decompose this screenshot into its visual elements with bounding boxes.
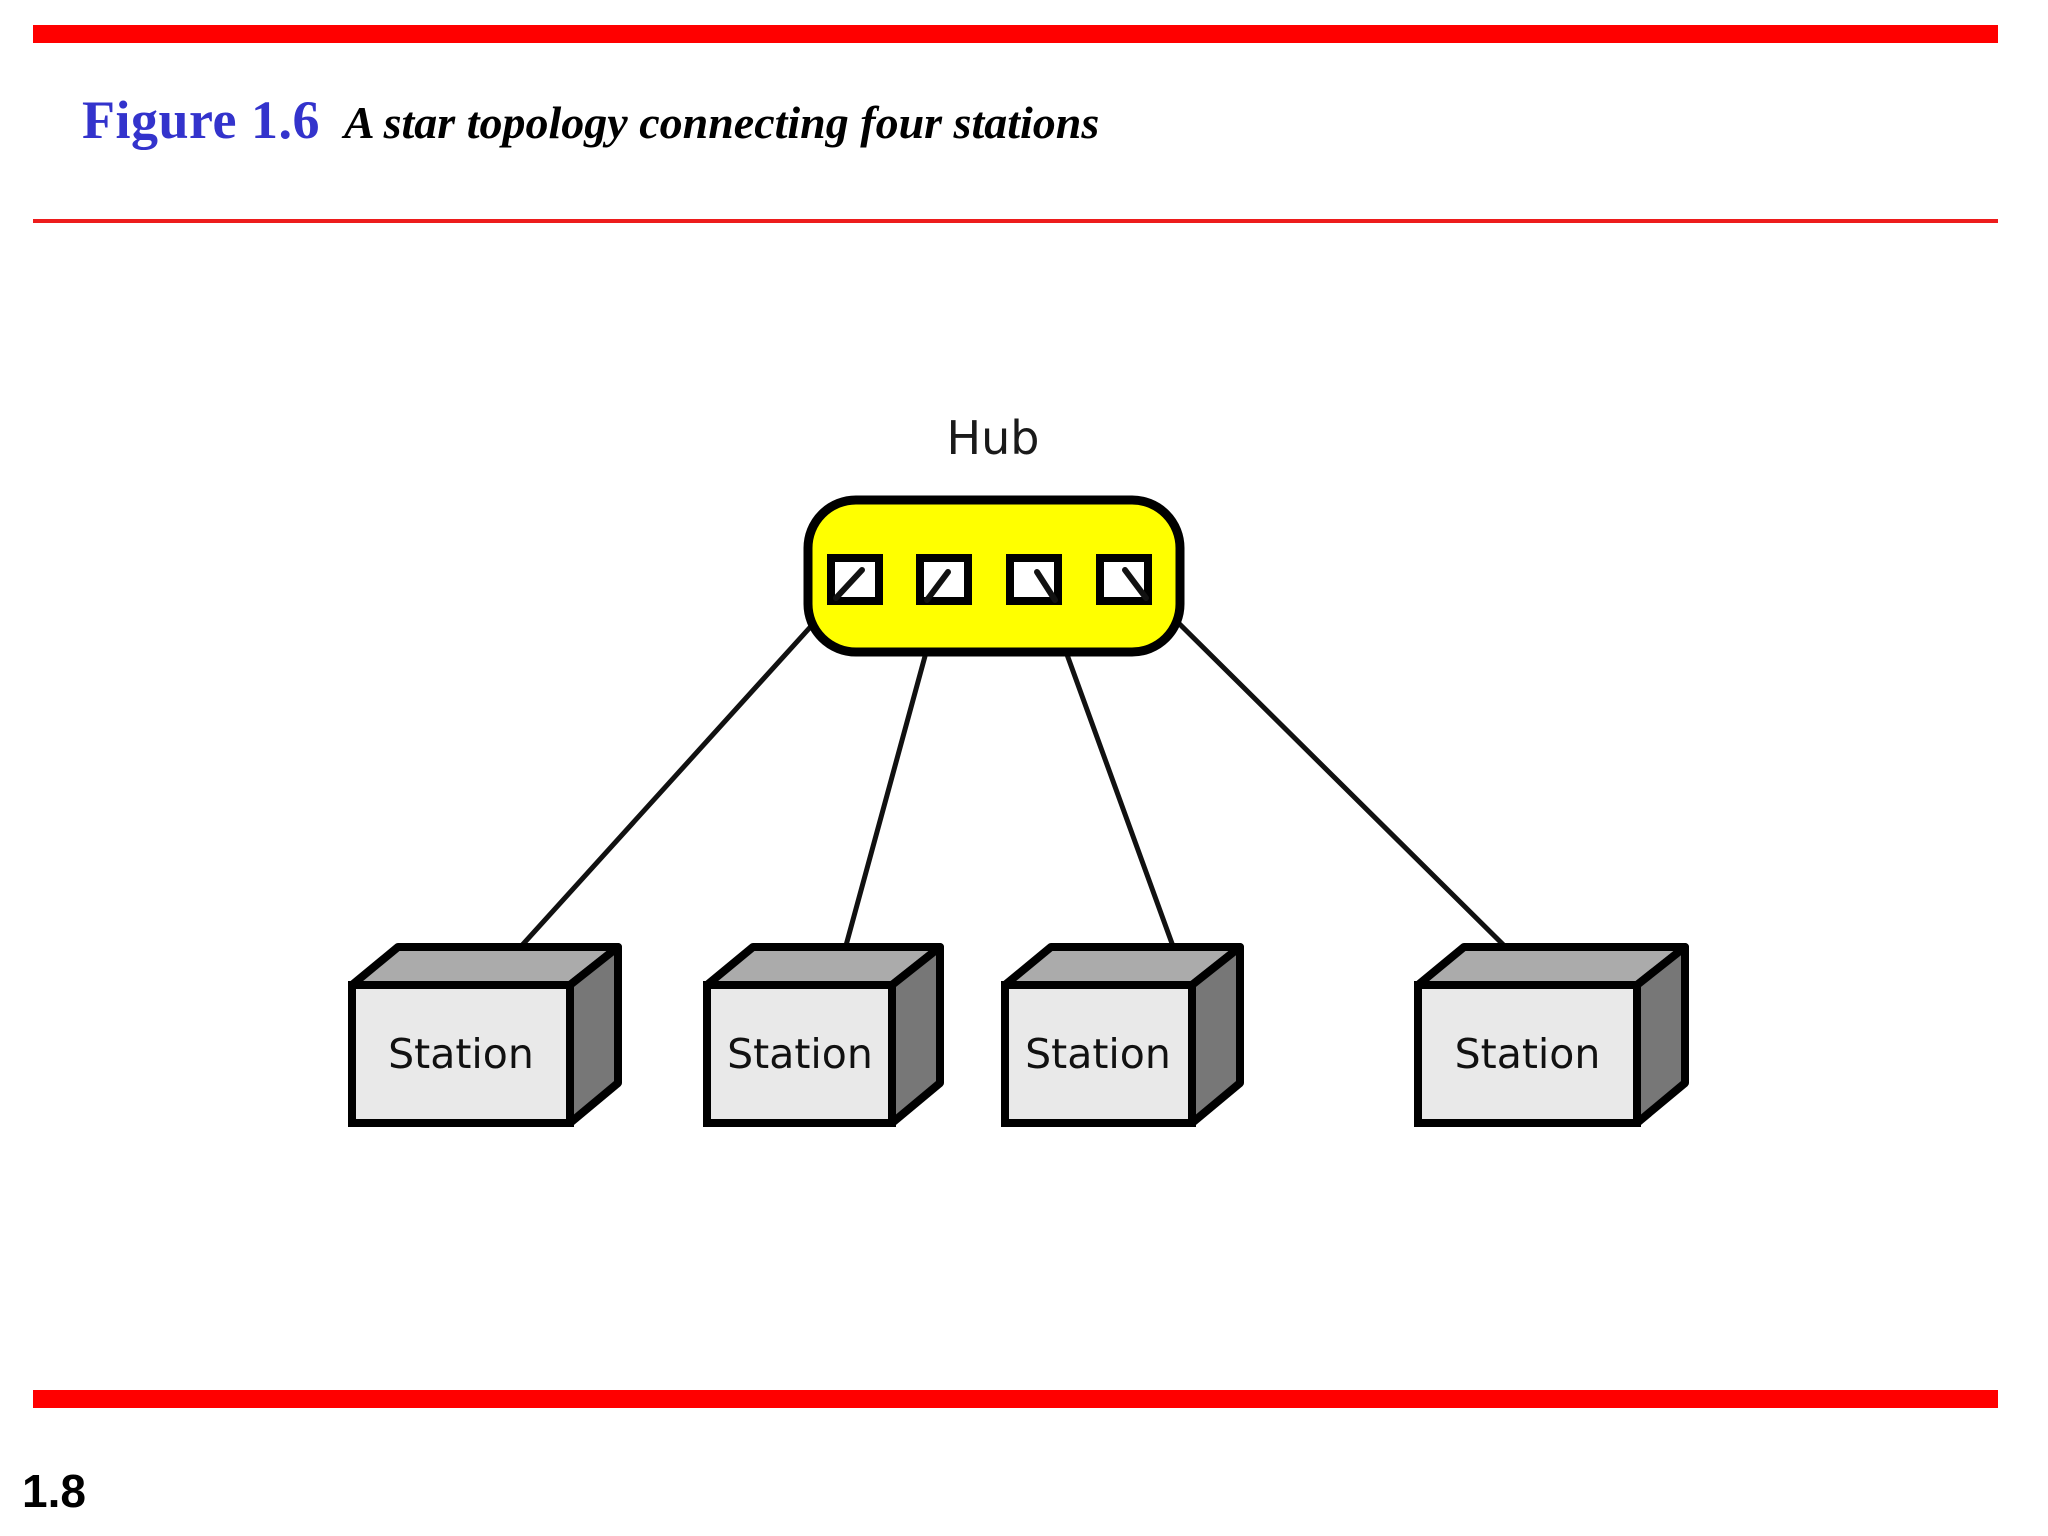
station-box-2[interactable] <box>703 943 944 1127</box>
station-2-label: Station <box>727 1030 873 1078</box>
port-stub-1 <box>833 567 865 601</box>
hub-label: Hub <box>946 411 1040 465</box>
figure-title-row: Figure 1.6 A star topology connecting fou… <box>82 93 1099 147</box>
link-hub-to-station-4 <box>1122 567 1555 996</box>
port-stub-3 <box>1034 569 1058 603</box>
port-stub-group <box>833 567 1149 603</box>
station-box-3[interactable] <box>1001 943 1244 1127</box>
station-3-label: Station <box>1025 1030 1171 1078</box>
port-stub-2 <box>924 569 951 603</box>
top-red-rule <box>33 25 1998 43</box>
station-3-front-face <box>1001 981 1196 1127</box>
station-box-4[interactable] <box>1414 943 1689 1127</box>
bottom-red-rule <box>33 1390 1998 1408</box>
title-underline-rule <box>33 219 1998 223</box>
link-hub-to-station-1 <box>474 567 865 998</box>
figure-number-label: Figure 1.6 <box>82 90 320 150</box>
slide-number: 1.8 <box>22 1465 86 1517</box>
figure-caption: A star topology connecting four stations <box>343 97 1100 148</box>
hub-body[interactable] <box>803 495 1185 657</box>
hub-device[interactable] <box>803 495 1185 657</box>
station-box-1[interactable] <box>348 943 622 1127</box>
port-stub-4 <box>1122 567 1149 601</box>
station-1-label: Station <box>388 1030 534 1078</box>
station-4-front-face <box>1414 981 1641 1127</box>
station-4-label: Station <box>1454 1030 1601 1078</box>
station-2-front-face <box>703 981 896 1127</box>
station-1-front-face <box>348 981 574 1127</box>
